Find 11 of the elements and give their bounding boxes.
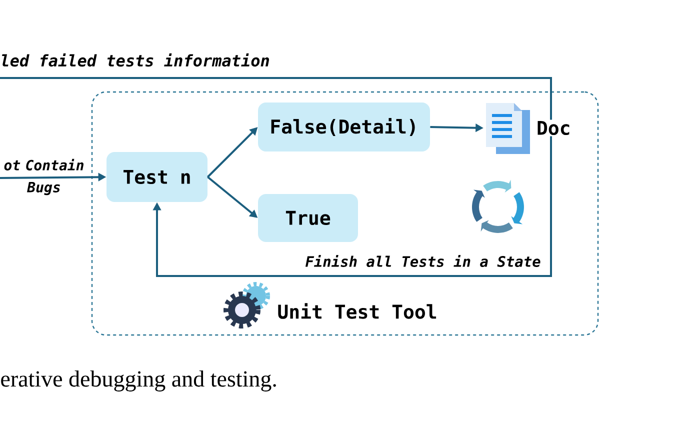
panel-heading: Unit Test Tool (278, 303, 436, 319)
caption: erative debugging and testing. (1, 370, 276, 392)
test-box: True (258, 194, 358, 242)
test-box: False(Detail) (258, 102, 430, 152)
test-box: Test n (106, 152, 208, 202)
doc-label: Doc (538, 120, 570, 136)
tool-panel (91, 91, 599, 336)
edge-label: Finish all Tests in a State (304, 254, 542, 268)
edge-label: ot Contain Bugs (4, 158, 84, 196)
edge-label: led failed tests information (2, 53, 270, 67)
arrow (152, 136, 552, 277)
